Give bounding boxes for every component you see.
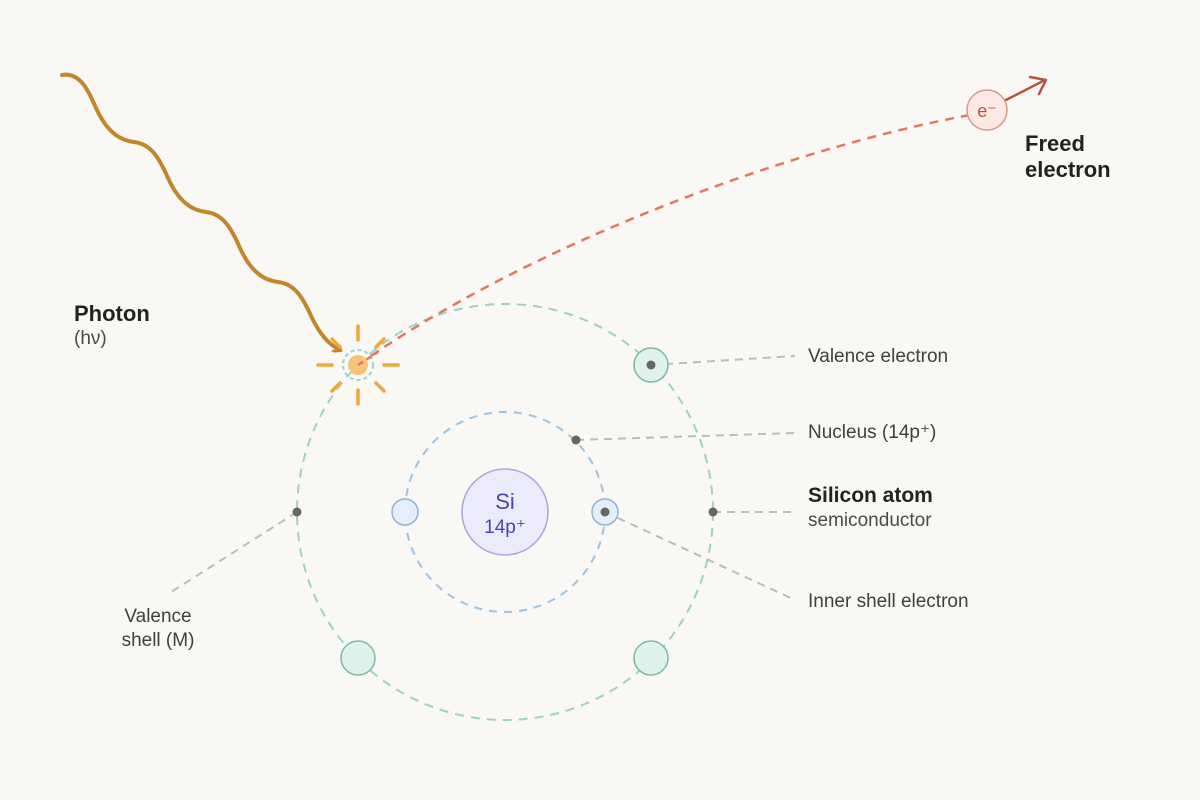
- silicon-atom-title: Silicon atom: [808, 484, 933, 507]
- valence-shell-label: Valence shell (M): [100, 605, 216, 653]
- freed-electron-title-line2: electron: [1025, 157, 1111, 182]
- leader-lines: [167, 355, 796, 601]
- freed-electron: e⁻: [966, 89, 1008, 131]
- photon-wave: [60, 72, 340, 350]
- photon-title: Photon: [74, 301, 150, 326]
- leader-dots: [292, 360, 718, 517]
- freed-electron-symbol: e⁻: [977, 101, 997, 121]
- freed-electron-arrow-icon: [1004, 75, 1048, 102]
- leader-dot: [708, 507, 718, 517]
- silicon-atom-subtitle: semiconductor: [808, 510, 932, 531]
- inner-shell-electron-label: Inner shell electron: [808, 591, 969, 612]
- silicon-atom-label: Silicon atom semiconductor: [808, 483, 933, 532]
- inner-shell-electron: [391, 498, 419, 526]
- leader-dot: [646, 360, 656, 370]
- leader-valence-electron: [650, 355, 796, 366]
- ejected-electron-vacancy: [342, 349, 374, 381]
- nucleus-symbol: Si: [495, 489, 515, 514]
- valence-electron: [340, 640, 376, 676]
- ejection-start: [357, 350, 379, 367]
- valence-shell-line2: shell (M): [121, 630, 195, 651]
- leader-inner-shell-electron: [604, 511, 796, 601]
- photon-subtitle: (hν): [74, 328, 107, 349]
- photon-label: Photon (hν): [74, 301, 150, 351]
- leader-dot: [600, 507, 610, 517]
- valence-shell-line1: Valence: [124, 606, 192, 627]
- valence-electrons: [340, 347, 669, 676]
- freed-electron-label: Freed electron: [1025, 131, 1111, 183]
- leader-nucleus: [575, 432, 796, 441]
- freed-electron-trajectory: [357, 113, 971, 367]
- leader-dot: [292, 507, 302, 517]
- inner-shell-electrons: [391, 498, 619, 526]
- leader-dot: [571, 435, 581, 445]
- nucleus-label: Nucleus (14p⁺): [808, 422, 937, 443]
- freed-electron-title-line1: Freed: [1025, 131, 1085, 156]
- leader-valence-shell: [167, 511, 298, 595]
- valence-electron: [633, 640, 669, 676]
- valence-electron-label: Valence electron: [808, 346, 949, 367]
- nucleus: Si 14p⁺: [461, 468, 549, 556]
- photon-absorption-burst-icon: [316, 324, 400, 406]
- nucleus-charge: 14p⁺: [484, 517, 526, 538]
